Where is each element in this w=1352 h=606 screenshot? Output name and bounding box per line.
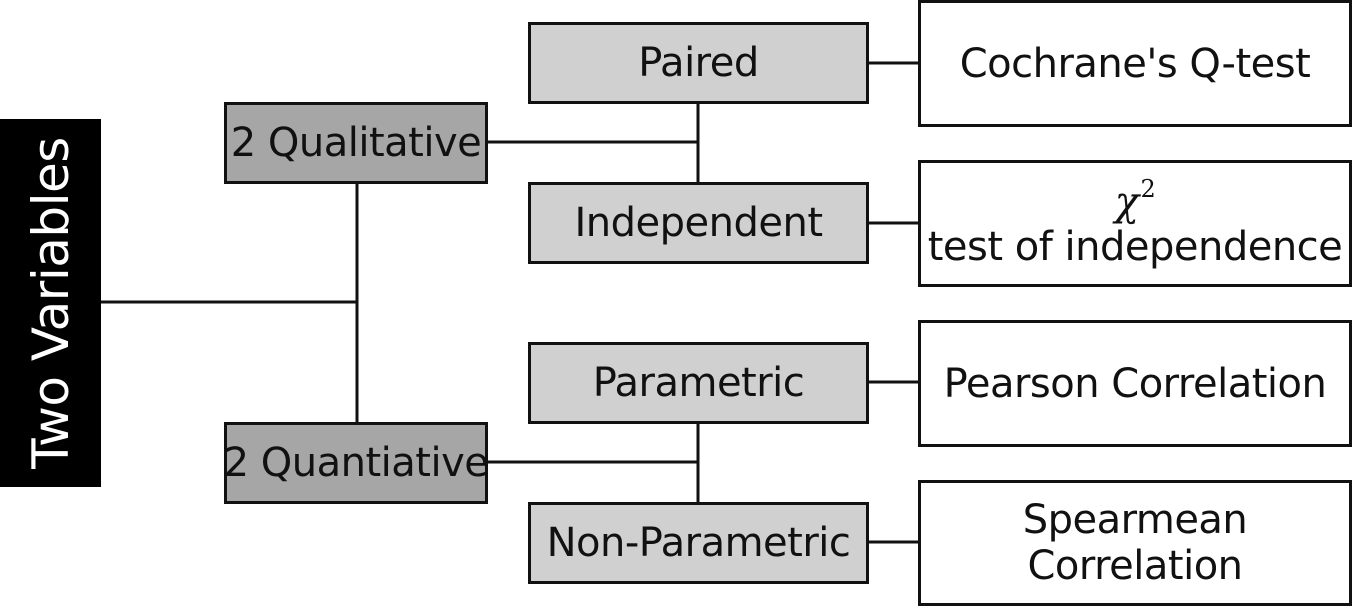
- node-2-qualitative: 2 Qualitative: [224, 102, 488, 184]
- leaf-spearmean-line1: Spearmean: [1022, 497, 1248, 543]
- leaf-spearmean-correlation: Spearmean Correlation: [918, 480, 1352, 606]
- node-paired: Paired: [528, 22, 869, 104]
- node-independent-label: Independent: [574, 200, 823, 246]
- node-parametric: Parametric: [528, 342, 869, 424]
- node-2-qualitative-label: 2 Qualitative: [230, 120, 482, 166]
- root-node-two-variables: Two Variables: [0, 119, 101, 487]
- leaf-chi-square-test: χ2 test of independence: [918, 160, 1352, 287]
- root-label: Two Variables: [21, 137, 80, 469]
- leaf-spearmean-line2: Correlation: [1027, 543, 1243, 589]
- node-non-parametric-label: Non-Parametric: [546, 520, 851, 566]
- chi-square-symbol: χ2: [1114, 175, 1156, 225]
- node-independent: Independent: [528, 182, 869, 264]
- node-non-parametric: Non-Parametric: [528, 502, 869, 584]
- leaf-chi-square-test-label: test of independence: [927, 224, 1343, 270]
- leaf-pearson-correlation: Pearson Correlation: [918, 320, 1352, 447]
- node-paired-label: Paired: [638, 40, 759, 86]
- leaf-cochranes-q-test-label: Cochrane's Q-test: [959, 40, 1311, 87]
- leaf-cochranes-q-test: Cochrane's Q-test: [918, 0, 1352, 127]
- node-2-quantiative-label: 2 Quantiative: [223, 440, 489, 486]
- leaf-pearson-correlation-label: Pearson Correlation: [943, 360, 1327, 407]
- node-parametric-label: Parametric: [592, 360, 805, 406]
- node-2-quantiative: 2 Quantiative: [223, 422, 489, 504]
